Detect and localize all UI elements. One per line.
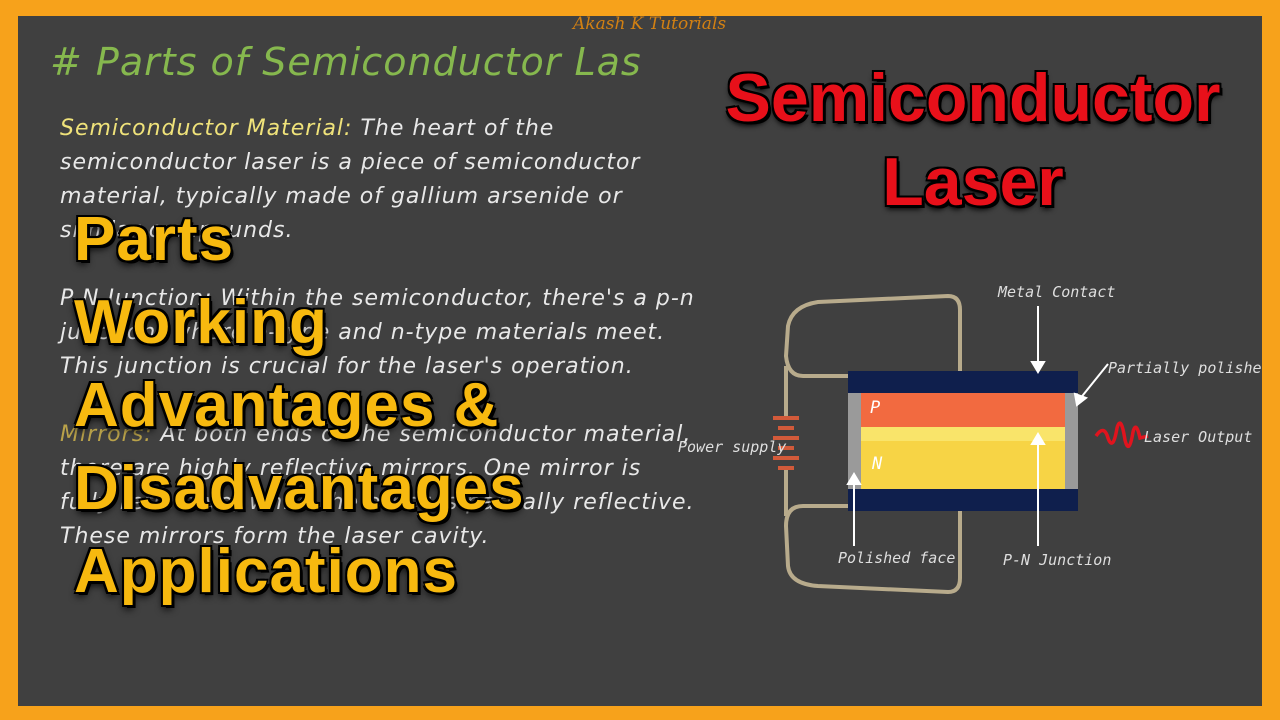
junction-layer [861,427,1065,441]
label-power-supply: Power supply [678,438,787,456]
topic-applications: Applications [74,537,459,606]
p-layer [861,393,1065,427]
label-p-layer: P [870,398,881,418]
metal-contact-bottom [848,489,1078,511]
label-partially-polished-face: Partially polished face [1108,359,1262,377]
label-n-layer: N [872,454,883,474]
label-polished-face: Polished face [838,549,956,567]
note-mirrors: Mirrors: At both ends of the semiconduct… [60,418,700,554]
laser-diagram: Metal Contact Partially polished face Po… [658,266,1262,606]
note-term: Semiconductor Material: [60,116,353,141]
circuit-wire [783,293,962,378]
notes: Semiconductor Material: The heart of the… [60,112,700,588]
metal-contact-top [848,371,1078,393]
topic-working: Working [74,288,328,357]
topic-list: Parts Working Advantages & Disadvantages… [74,198,525,613]
topic-advantages: Advantages & [74,371,500,440]
chalkboard: Akash K Tutorials # Parts of Semiconduct… [18,16,1262,706]
label-laser-output: Laser Output [1144,428,1253,446]
label-metal-contact: Metal Contact [998,283,1116,301]
topic-disadvantages: Disadvantages [74,454,525,523]
video-title-line1: Semiconductor [725,60,1221,136]
note-semiconductor-material: Semiconductor Material: The heart of the… [60,112,700,248]
circuit-wire-bottom [783,504,962,595]
video-title: Semiconductor Laser [668,56,1262,224]
topic-parts: Parts [74,205,235,274]
note-term: Mirrors: [60,422,153,447]
arrow-partially-polished [1078,363,1109,401]
laser-diagram-svg [773,293,1149,595]
note-text: P-N Junction: Within the semiconductor, … [60,286,695,379]
note-text: The heart of the semiconductor laser is … [60,116,641,243]
polished-face-left [848,393,861,489]
note-text: At both ends of the semiconductor materi… [60,422,695,549]
n-layer [861,441,1065,489]
note-pn-junction: P-N Junction: Within the semiconductor, … [60,282,700,384]
label-pn-junction: P-N Junction [1003,551,1112,569]
laser-output-wave-icon [1094,421,1149,449]
partially-polished-face-right [1065,393,1078,489]
video-title-line2: Laser [882,144,1064,220]
board-heading: # Parts of Semiconductor Las [50,40,642,84]
watermark: Akash K Tutorials [573,16,727,34]
battery-icon [773,416,799,470]
